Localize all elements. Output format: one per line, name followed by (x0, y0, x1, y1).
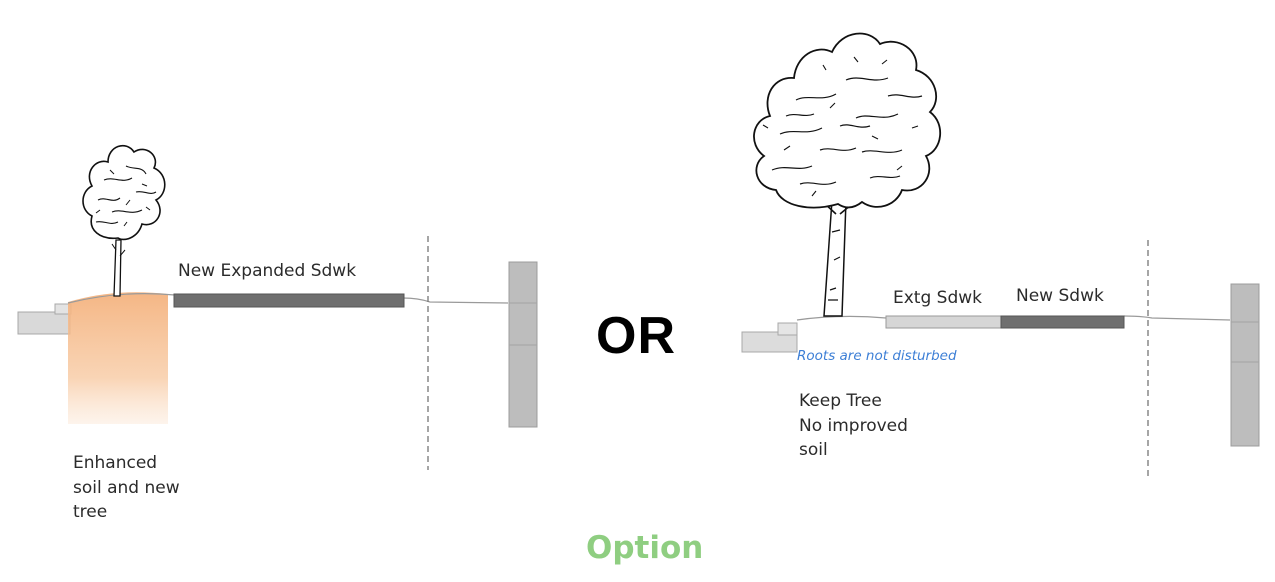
small-tree-icon (82, 144, 166, 297)
enhanced-soil-area (68, 292, 168, 424)
right-building (1230, 283, 1260, 447)
new-sidewalk (1000, 315, 1125, 329)
new-expanded-sidewalk (173, 293, 405, 308)
left-building (508, 261, 538, 428)
new-expanded-sidewalk-label: New Expanded Sdwk (178, 261, 357, 281)
left-curb (17, 303, 72, 335)
roots-not-disturbed-note: Roots are not disturbed (797, 348, 957, 364)
right-curb (741, 322, 798, 353)
new-sidewalk-label: New Sdwk (1016, 286, 1104, 306)
existing-sidewalk (885, 315, 1002, 329)
enhanced-soil-label: Enhanced soil and new tree (73, 453, 180, 523)
option-label: Option (586, 530, 704, 566)
or-label: OR (596, 307, 676, 365)
left-ground-line (67, 293, 509, 304)
large-tree-icon (753, 32, 941, 317)
existing-sidewalk-label: Extg Sdwk (893, 288, 982, 308)
keep-tree-label: Keep Tree No improved soil (799, 391, 908, 461)
